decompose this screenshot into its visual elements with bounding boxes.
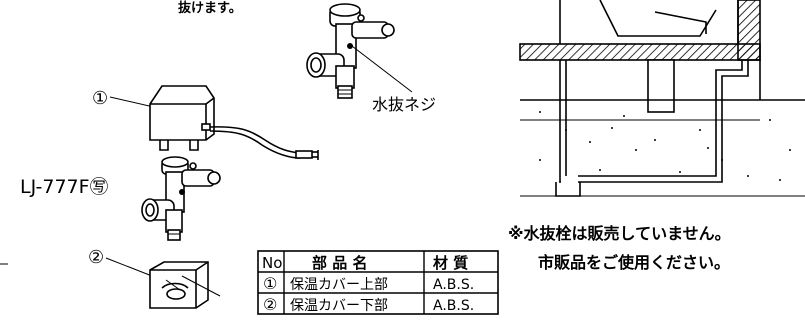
top-note-text: 抜けます。	[178, 0, 242, 16]
installation-cross-section	[519, 0, 805, 197]
table-row-1-material: A.B.S.	[433, 277, 474, 293]
table-header-part-name: 部 品 名	[312, 254, 367, 272]
callout-2-label: ②	[88, 247, 104, 268]
parts-table	[257, 250, 499, 315]
drain-screw-label: 水抜ネジ	[372, 95, 436, 114]
upper-faucet-valve	[306, 3, 395, 99]
lower-insulation-cover	[149, 261, 221, 309]
lower-faucet-valve	[141, 156, 221, 241]
note-line-2: 市販品をご使用ください。	[538, 253, 730, 272]
upper-insulation-cover	[149, 85, 319, 160]
table-row-1-name: 保温カバー上部	[290, 277, 388, 293]
note-line-1: ※水抜栓は販売していません。	[508, 224, 731, 243]
table-row-2-name: 保温カバー下部	[290, 298, 388, 314]
table-header-material: 材 質	[433, 254, 468, 272]
table-header-no: No	[262, 254, 282, 272]
table-row-2-no: ②	[263, 295, 277, 314]
table-row-1-no: ①	[263, 274, 277, 293]
callout-2-leader	[105, 257, 153, 277]
callout-1-label: ①	[92, 88, 108, 109]
table-row-2-material: A.B.S.	[433, 298, 474, 314]
drain-screw-leader	[351, 45, 413, 93]
model-label: LJ-777F㊢	[20, 176, 109, 198]
